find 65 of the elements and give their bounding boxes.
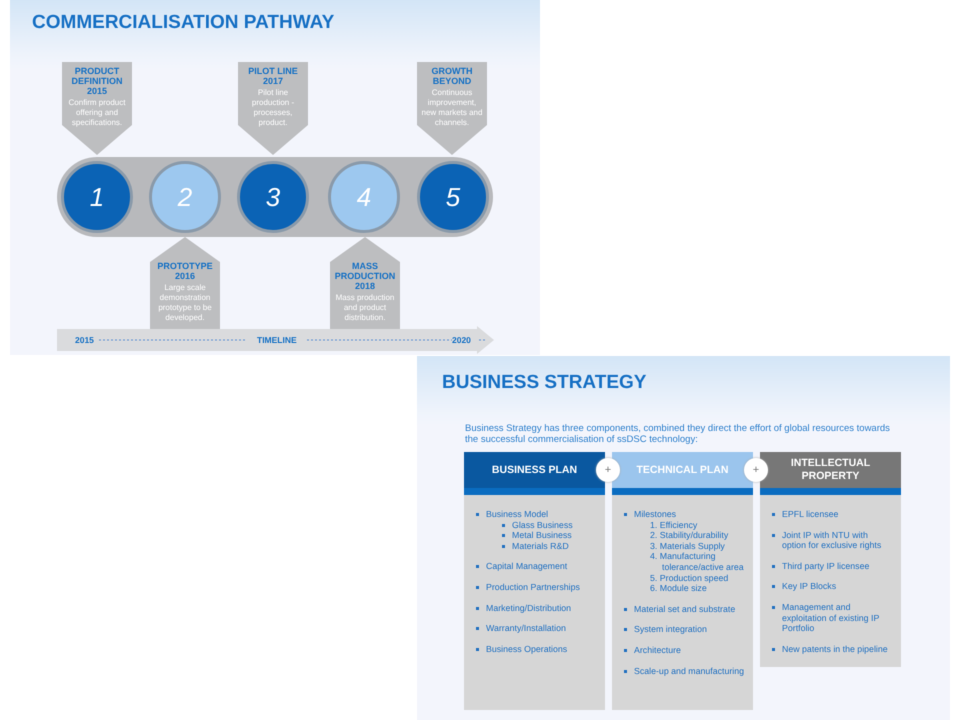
list-item: New patents in the pipeline <box>770 644 893 654</box>
list-item: Key IP Blocks <box>770 581 893 592</box>
strategy-column <box>760 452 901 667</box>
year-label: 2015 <box>75 335 94 345</box>
column-header: BUSINESS PLAN <box>464 452 605 495</box>
callout-arrow <box>417 62 487 155</box>
intro-text: Business Strategy has three components, combined they direct the effort of global resources towards the successful commercialisation of ssDSC technology: <box>465 423 891 445</box>
stage-circle <box>61 161 133 233</box>
stage-description: Continuous improvement, new markets and channels. <box>421 88 483 128</box>
list-item: Management and exploitation of existing IP Portfolio <box>770 602 893 634</box>
list-item: System integration <box>622 624 745 635</box>
stage-heading: PRODUCT DEFINITION 2015 <box>70 66 124 96</box>
list-item: Production Partnerships <box>474 582 597 593</box>
stage-heading: PILOT LINE 2017 <box>247 66 299 86</box>
callout-arrow <box>238 62 308 155</box>
stage-description: Pilot line production - processes, product. <box>250 88 296 128</box>
list-item: 4. Manufacturing tolerance/active area <box>649 551 745 573</box>
callout-arrow <box>330 237 400 330</box>
slide-panel <box>417 356 950 720</box>
stage-description: Large scale demonstration prototype to be developed. <box>157 283 213 323</box>
stage-number: 5 <box>446 182 460 212</box>
slide-title: BUSINESS STRATEGY <box>442 372 646 394</box>
list-item: Glass Business <box>474 520 597 530</box>
list-item: 6. Module size <box>649 583 708 594</box>
list-item: Joint IP with NTU with option for exclusive rights <box>770 530 893 551</box>
stage-description: Confirm product offering and specifications. <box>68 98 126 128</box>
list-item: 3. Materials Supply <box>649 540 726 552</box>
strategy-column <box>612 452 753 710</box>
list-item: Milestones <box>622 509 745 520</box>
stage-description: Mass production and product distribution. <box>334 293 396 323</box>
slide-title: COMMERCIALISATION PATHWAY <box>32 12 334 34</box>
list-item: EPFL licensee <box>770 509 893 520</box>
timeline-label: TIMELINE <box>257 335 297 345</box>
list-item: Metal Business <box>474 530 597 541</box>
list-item: Warranty/Installation <box>474 623 597 634</box>
list-item: Scale-up and manufacturing <box>622 666 745 676</box>
list-item: Materials R&D <box>474 540 597 552</box>
stage-number: 1 <box>90 182 104 212</box>
list-item: 1. Efficiency <box>649 520 698 530</box>
stage-heading: PROTOTYPE 2016 <box>156 261 214 281</box>
plus-sign: + <box>604 464 612 476</box>
column-header: TECHNICAL PLAN <box>612 452 753 495</box>
stage-heading: MASS PRODUCTION 2018 <box>334 261 396 291</box>
callout-arrow <box>62 62 132 155</box>
column-header: INTELLECTUAL PROPERTY <box>760 452 901 495</box>
stage-number: 4 <box>356 182 372 212</box>
timeline-arrow <box>57 326 494 354</box>
list-item: Material set and substrate <box>622 604 745 614</box>
list-item: Business Operations <box>474 644 597 654</box>
plus-sign: + <box>752 464 760 476</box>
list-item: Marketing/Distribution <box>474 602 597 614</box>
stage-number: 3 <box>266 182 280 212</box>
list-item: Architecture <box>622 644 745 656</box>
slide-panel <box>10 0 540 355</box>
strategy-column <box>464 452 605 710</box>
list-item: 2. Stability/durability <box>649 530 730 541</box>
list-item: 5. Production speed <box>649 572 730 584</box>
list-item: Business Model <box>474 509 597 520</box>
callout-arrow <box>150 237 220 330</box>
list-item: Capital Management <box>474 561 597 572</box>
stage-heading: GROWTH BEYOND <box>430 66 474 86</box>
list-item: Third party IP licensee <box>770 560 893 572</box>
stage-number: 2 <box>178 182 192 212</box>
stage-circle <box>417 161 489 233</box>
year-label: 2020 <box>452 335 471 345</box>
